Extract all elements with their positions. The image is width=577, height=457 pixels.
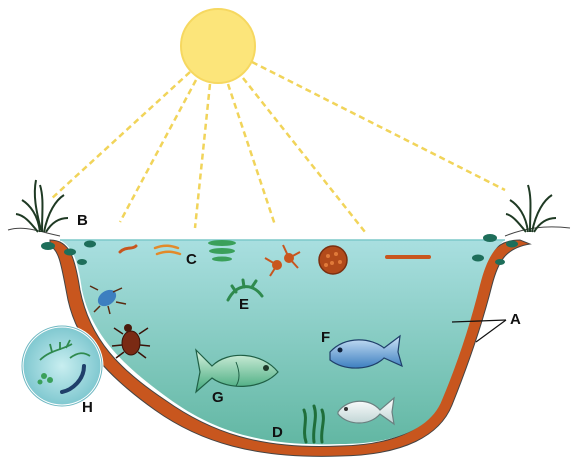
algae-colony-icon [319,246,347,274]
sun-icon [181,9,255,83]
label-c: C [186,251,197,268]
label-g: G [212,389,224,406]
label-f: F [321,329,330,346]
shoreline-plant-icon [506,185,556,232]
microscope-view-icon [22,326,102,406]
label-b: B [77,212,88,229]
label-a: A [510,311,521,328]
label-e: E [239,296,249,313]
label-d: D [272,424,283,441]
label-h: H [82,399,93,416]
shoreline [8,227,570,236]
sun-rays [50,62,505,232]
shoreline-plant-icon [16,180,68,232]
worm-icon [385,255,431,259]
